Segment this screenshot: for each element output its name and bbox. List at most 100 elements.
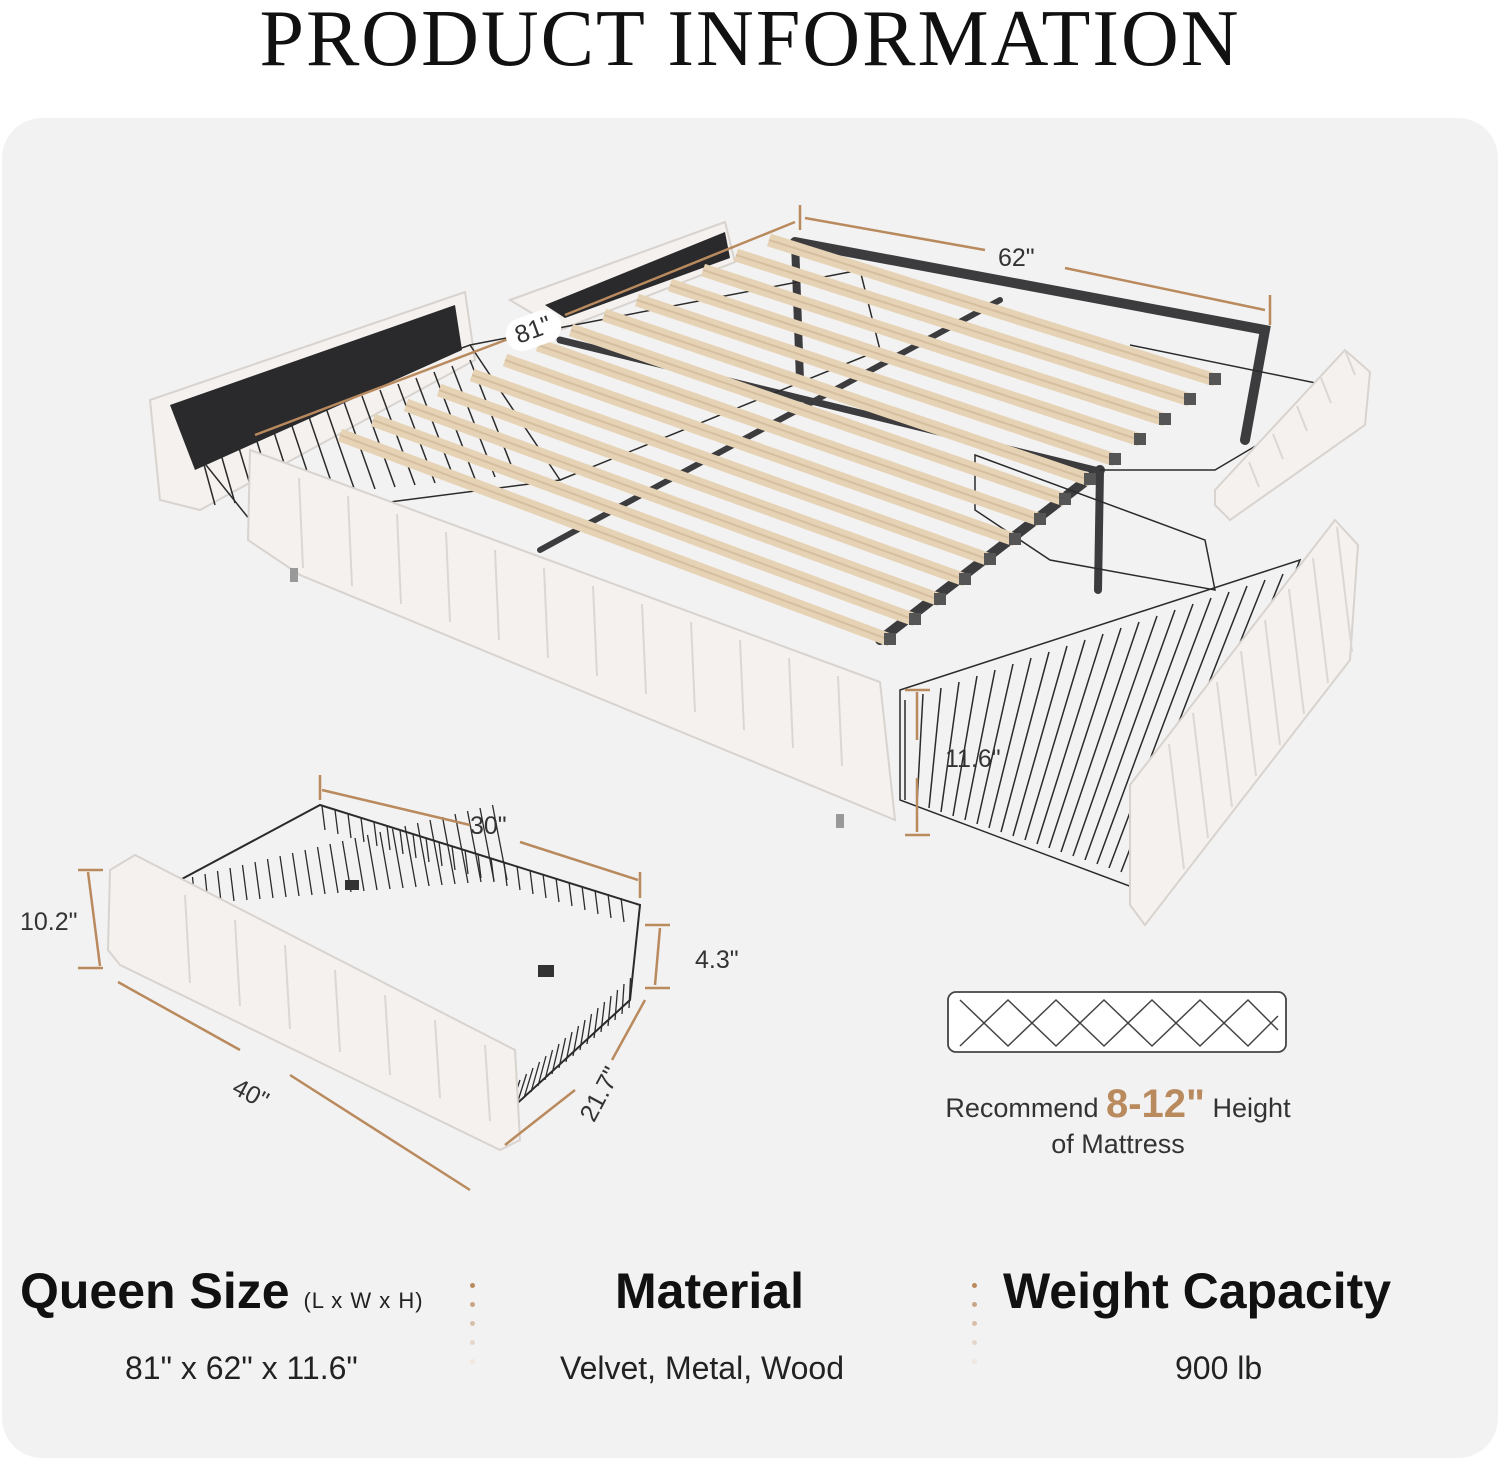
drawer-width-label: 30": [470, 812, 507, 840]
decor-line: [471, 374, 991, 561]
decor-line: [1192, 712, 1209, 839]
slat-bracket: [1084, 473, 1096, 485]
decor-line: [254, 861, 261, 900]
decor-line: [988, 657, 1032, 829]
decor-line: [339, 434, 891, 641]
decor-line: [386, 825, 391, 851]
decor-line: [1296, 405, 1308, 432]
slat-bracket: [984, 553, 996, 565]
decor-line: [1272, 433, 1284, 460]
decor-line: [542, 873, 547, 899]
decor-line: [434, 1019, 441, 1099]
decor-line: [404, 825, 417, 888]
decor-line: [425, 837, 430, 863]
dimension-lines: [254, 205, 1272, 837]
decor-line: [1240, 650, 1257, 777]
decor-line: [451, 845, 456, 871]
capacity-title: Weight Capacity: [1003, 1263, 1392, 1319]
decor-line: [1320, 377, 1332, 404]
decor-line: [1264, 619, 1281, 746]
decor-line: [976, 663, 1014, 825]
decor-line: [347, 813, 352, 839]
decor-line: [366, 834, 378, 891]
decor-line: [690, 621, 696, 713]
decor-line: [479, 807, 495, 882]
decor-line: [579, 1019, 586, 1051]
decor-line: [1344, 349, 1356, 376]
decor-line: [379, 831, 391, 890]
decor-line: [466, 810, 482, 883]
decor-line: [568, 881, 573, 907]
decor-line: [600, 1001, 606, 1033]
divider-left: [470, 1283, 476, 1378]
slat-bracket: [1159, 413, 1171, 425]
size-title: Queen Size (L x W x H): [20, 1262, 424, 1320]
decor-line: [360, 817, 365, 843]
decor-line: [739, 639, 745, 731]
decor-line: [329, 843, 339, 894]
decor-line: [266, 858, 274, 899]
decor-line: [570, 329, 1066, 501]
decor-line: [594, 889, 599, 915]
decor-line: [298, 477, 304, 569]
decor-line: [543, 567, 549, 659]
decor-line: [1048, 627, 1122, 849]
slat-bracket: [1184, 393, 1196, 405]
decor-line: [768, 239, 1216, 381]
decor-line: [555, 877, 560, 903]
decor-line: [788, 657, 794, 749]
decor-line: [1000, 651, 1050, 833]
size-subtitle: (L x W x H): [303, 1288, 424, 1313]
decor-line: [490, 857, 495, 883]
decor-line: [438, 841, 443, 867]
decor-line: [396, 513, 402, 605]
decor-line: [241, 864, 248, 901]
height-label: 11.6": [945, 745, 1001, 773]
decor-line: [373, 821, 378, 847]
decor-line: [284, 944, 291, 1030]
slat-bracket: [1009, 533, 1021, 545]
decor-line: [1060, 621, 1140, 853]
slat-bracket: [1034, 513, 1046, 525]
decor-line: [607, 893, 612, 919]
decor-line: [565, 1031, 573, 1063]
material-title: Material: [615, 1263, 804, 1319]
decor-line: [184, 894, 191, 984]
right-drawer-fronts: [1129, 348, 1372, 927]
material-value: Velvet, Metal, Wood: [560, 1350, 844, 1386]
decor-line: [234, 919, 241, 1007]
decor-line: [454, 813, 469, 884]
slat-bracket: [1209, 373, 1221, 385]
decor-line: [1108, 597, 1212, 869]
decor-line: [361, 395, 396, 488]
capacity-value: 900 lb: [1175, 1350, 1263, 1386]
size-value: 81" x 62" x 11.6": [125, 1350, 358, 1386]
decor-line: [523, 1067, 534, 1099]
width-label: 62": [998, 244, 1035, 272]
rec-range: 8-12": [1105, 1082, 1206, 1126]
rec-prefix: Recommend: [945, 1093, 1099, 1123]
slat-bracket: [1109, 453, 1121, 465]
rec-line2: of Mattress: [1051, 1129, 1185, 1159]
slat-bracket: [909, 613, 921, 625]
decor-line: [1248, 461, 1260, 488]
decor-line: [503, 861, 508, 887]
decor-line: [940, 681, 960, 813]
decor-line: [1024, 639, 1086, 841]
decor-line: [964, 669, 996, 821]
decor-line: [445, 531, 451, 623]
decor-line: [334, 809, 339, 835]
drawer-dimension-lines: [78, 775, 670, 1192]
decor-line: [279, 855, 287, 898]
decor-line: [1216, 681, 1233, 808]
decor-line: [1084, 609, 1176, 861]
decor-line: [1312, 557, 1329, 684]
decor-line: [641, 603, 647, 695]
decor-line: [347, 495, 353, 587]
decor-line: [334, 969, 341, 1053]
size-title-text: Queen Size: [20, 1263, 290, 1319]
decor-line: [537, 344, 1041, 521]
decor-line: [537, 1055, 547, 1087]
decor-line: [952, 675, 978, 817]
decor-line: [379, 389, 416, 486]
